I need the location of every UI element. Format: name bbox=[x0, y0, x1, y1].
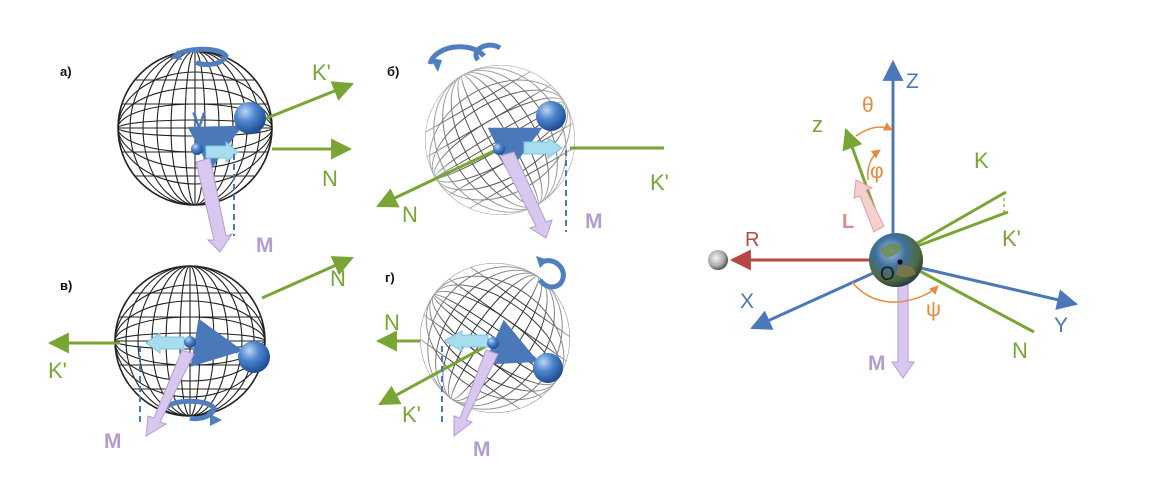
label-o: O bbox=[880, 264, 895, 285]
v-arrow-v bbox=[190, 318, 243, 367]
label-z-upper: Z bbox=[906, 70, 919, 93]
label-n-g: N bbox=[384, 310, 400, 335]
light-arrow-b bbox=[523, 137, 563, 159]
moon-ball-v bbox=[238, 341, 270, 373]
m-arrow-g bbox=[453, 349, 499, 438]
label-m-g: M bbox=[473, 438, 491, 461]
label-theta: θ bbox=[862, 94, 874, 117]
label-n-v: N bbox=[330, 266, 346, 291]
v-arrow-a bbox=[187, 124, 243, 171]
panel-b: б) N K' M bbox=[376, 42, 669, 239]
label-phi: φ bbox=[870, 160, 884, 183]
panel-v: в) N K' M bbox=[47, 256, 354, 453]
axis-k-prime bbox=[911, 210, 1009, 250]
axis-x bbox=[750, 268, 881, 330]
label-m: M bbox=[868, 352, 886, 375]
label-k: K bbox=[974, 148, 989, 173]
label-k-prime-b: K' bbox=[650, 170, 669, 195]
k-prime-line-g bbox=[378, 342, 491, 406]
coordinate-diagram: Z z θ φ K K' L R O X Y ψ N M bbox=[708, 59, 1079, 379]
label-m-b: M bbox=[585, 210, 603, 233]
label-m-v: M bbox=[104, 430, 122, 453]
label-k-prime-v: K' bbox=[48, 358, 67, 383]
panel-a: а) K' N V M bbox=[60, 46, 354, 257]
rotation-arrow-a bbox=[174, 46, 229, 67]
axis-y bbox=[911, 264, 1079, 310]
label-v-a: V bbox=[192, 109, 206, 132]
m-arrow-v bbox=[145, 349, 195, 437]
small-ball-v bbox=[184, 336, 196, 348]
moon-image bbox=[708, 250, 728, 270]
globe-b bbox=[425, 65, 575, 215]
label-n-b: N bbox=[402, 202, 418, 227]
rotation-arrow-v bbox=[163, 398, 217, 422]
moon-ball-b bbox=[536, 101, 566, 131]
label-z-lower: z bbox=[812, 112, 823, 137]
n-line-v bbox=[261, 256, 354, 300]
label-m-a: M bbox=[256, 234, 274, 257]
label-y: Y bbox=[1054, 314, 1068, 337]
m-arrow-a bbox=[195, 157, 234, 253]
panel-g: г) N K' M bbox=[375, 256, 570, 461]
label-x: X bbox=[740, 290, 754, 313]
m-arrow-b bbox=[499, 151, 553, 239]
label-k-prime: K' bbox=[1002, 226, 1021, 251]
panel-label-g: г) bbox=[385, 270, 395, 285]
moon-ball-g bbox=[533, 353, 563, 383]
label-r: R bbox=[745, 229, 759, 251]
label-k-prime-a: K' bbox=[312, 60, 331, 85]
vector-l bbox=[853, 179, 885, 233]
panel-label-v: в) bbox=[60, 278, 72, 293]
rotation-arrow-g bbox=[537, 258, 566, 290]
axis-n bbox=[913, 266, 1035, 334]
axis-k bbox=[911, 190, 1007, 248]
v-arrow-b bbox=[487, 126, 543, 172]
rotation-arrow-b bbox=[473, 42, 502, 62]
vector-m bbox=[891, 281, 915, 379]
label-l: L bbox=[842, 211, 854, 233]
label-n: N bbox=[1012, 338, 1028, 363]
earth-image bbox=[869, 233, 923, 287]
arc-psi bbox=[851, 281, 939, 303]
small-ball-a bbox=[191, 143, 203, 155]
moon-ball-a bbox=[234, 102, 266, 134]
k-prime-line-a bbox=[261, 81, 354, 122]
label-psi: ψ bbox=[926, 298, 941, 321]
panel-label-b: б) bbox=[387, 64, 399, 79]
light-arrow-g bbox=[442, 330, 489, 352]
panel-label-a: а) bbox=[60, 64, 72, 79]
arc-phi bbox=[867, 149, 881, 181]
label-n-a: N bbox=[322, 166, 338, 191]
n-line-b bbox=[376, 148, 497, 208]
arc-theta bbox=[855, 122, 893, 137]
v-arrow-g bbox=[483, 319, 539, 365]
small-ball-g bbox=[487, 337, 499, 349]
label-k-prime-g: K' bbox=[402, 402, 421, 427]
light-arrow-v bbox=[145, 332, 185, 354]
small-ball-b bbox=[493, 143, 505, 155]
